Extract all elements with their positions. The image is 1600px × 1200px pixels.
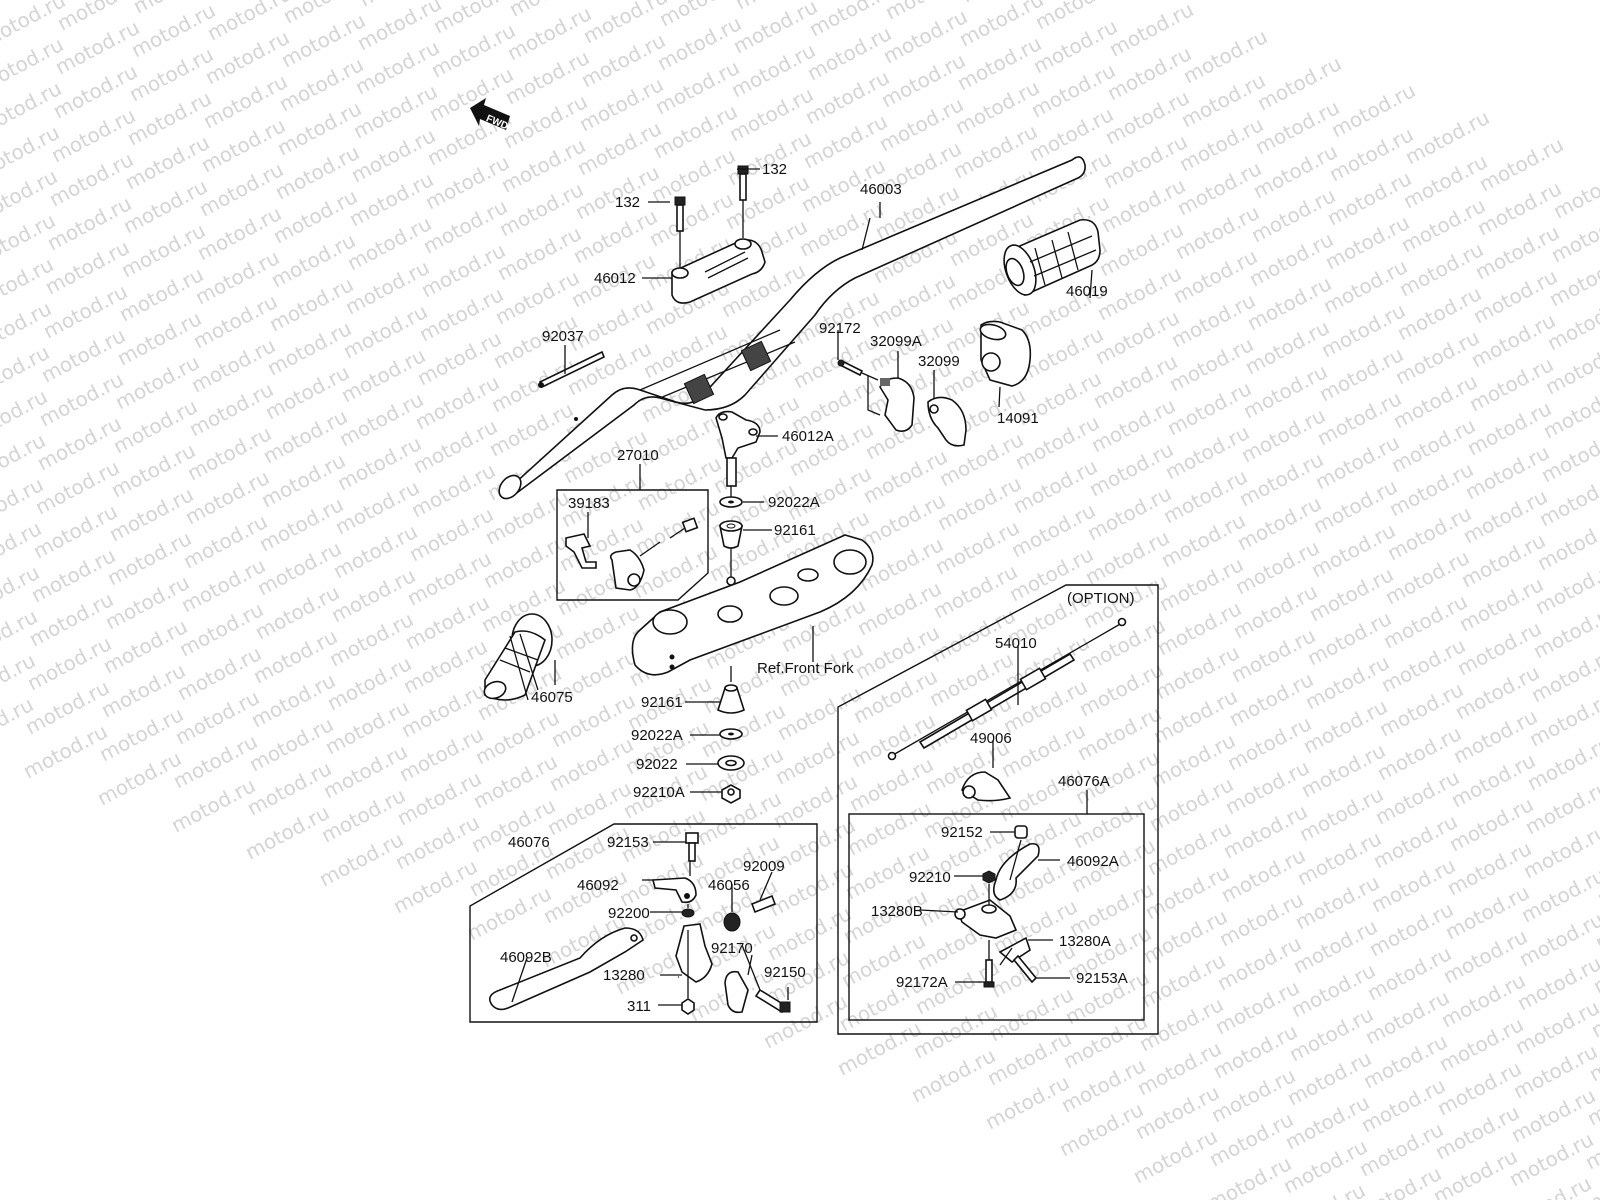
bolt-92153A[interactable] [1012, 954, 1038, 984]
label-46092A[interactable]: 46092A [1067, 853, 1119, 870]
adjuster-49006[interactable] [961, 771, 1012, 802]
label-46056[interactable]: 46056 [708, 877, 750, 894]
label-92153[interactable]: 92153 [607, 834, 649, 851]
lever-assembly-46076-box [469, 823, 818, 1023]
label-92210A[interactable]: 92210A [633, 784, 685, 801]
label-13280A[interactable]: 13280A [1059, 933, 1111, 950]
bolt-132-right[interactable] [737, 165, 749, 238]
handlebar-46003[interactable] [495, 156, 1086, 503]
label-311[interactable]: 311 [627, 998, 651, 1015]
switch-27010[interactable] [609, 517, 699, 591]
label-92172A[interactable]: 92172A [896, 974, 948, 991]
label-92161-top[interactable]: 92161 [774, 522, 816, 539]
label-92022A-bottom[interactable]: 92022A [631, 727, 683, 744]
throttle-case-32099A[interactable] [879, 377, 915, 432]
label-46076[interactable]: 46076 [508, 834, 550, 851]
washer-92200[interactable] [681, 908, 695, 918]
washer-92022A-bottom[interactable] [719, 728, 743, 740]
label-92170[interactable]: 92170 [711, 940, 753, 957]
band-92037[interactable] [538, 350, 606, 389]
handlebar-holder-46012A[interactable] [715, 410, 761, 487]
holder-13280B[interactable] [954, 899, 1018, 939]
collar-92152[interactable] [1014, 825, 1028, 839]
label-92022[interactable]: 92022 [636, 756, 678, 773]
label-132-right[interactable]: 132 [762, 161, 787, 178]
label-46076A[interactable]: 46076A [1058, 773, 1110, 790]
label-46092[interactable]: 46092 [577, 877, 619, 894]
washer-92022[interactable] [717, 755, 745, 771]
label-92037[interactable]: 92037 [542, 328, 584, 345]
bolt-92172A[interactable] [983, 959, 995, 988]
label-92152[interactable]: 92152 [941, 824, 983, 841]
label-49006[interactable]: 49006 [970, 730, 1012, 747]
label-54010[interactable]: 54010 [995, 635, 1037, 652]
label-92150[interactable]: 92150 [764, 964, 806, 981]
nut-92210A[interactable] [721, 784, 741, 804]
label-132-left[interactable]: 132 [615, 194, 640, 211]
option-box [837, 584, 1159, 1035]
label-27010[interactable]: 27010 [617, 447, 659, 464]
throttle-case-32099[interactable] [927, 396, 967, 447]
label-46012[interactable]: 46012 [594, 270, 636, 287]
label-92022A-top[interactable]: 92022A [768, 494, 820, 511]
label-46003[interactable]: 46003 [860, 181, 902, 198]
lever-46092A[interactable] [992, 842, 1040, 901]
label-92161-bottom[interactable]: 92161 [641, 694, 683, 711]
cable-54010[interactable] [887, 617, 1127, 761]
lever-46092[interactable] [651, 877, 697, 904]
label-92210[interactable]: 92210 [909, 869, 951, 886]
label-13280B[interactable]: 13280B [871, 903, 923, 920]
washer-92022A-top[interactable] [719, 496, 743, 508]
label-92153A[interactable]: 92153A [1076, 970, 1128, 987]
nut-92210[interactable] [982, 870, 996, 884]
rubber-92161-top[interactable] [719, 520, 743, 549]
label-32099[interactable]: 32099 [918, 353, 960, 370]
screw-92172[interactable] [837, 359, 864, 377]
holder-clamp-92170[interactable] [724, 970, 749, 1014]
label-92200[interactable]: 92200 [608, 905, 650, 922]
label-32099A[interactable]: 32099A [870, 333, 922, 350]
holder-13280[interactable] [675, 923, 713, 983]
rubber-92161-bottom[interactable] [717, 684, 745, 714]
bolt-92153[interactable] [685, 832, 699, 862]
label-92009[interactable]: 92009 [743, 858, 785, 875]
label-39183[interactable]: 39183 [568, 495, 610, 512]
label-46075[interactable]: 46075 [531, 689, 573, 706]
nut-311[interactable] [681, 998, 695, 1015]
left-grip-46075[interactable] [482, 613, 553, 701]
label-ref-front-fork: Ref.Front Fork [757, 660, 854, 677]
part-labels: 132 132 46003 46012 46019 92037 92172 32… [500, 161, 1135, 1015]
label-46012A[interactable]: 46012A [782, 428, 834, 445]
switch-assembly-27010-box [556, 489, 709, 601]
holder-13280A[interactable] [998, 936, 1031, 963]
clamp-39183[interactable] [565, 533, 597, 569]
lever-46092B[interactable] [489, 927, 644, 1011]
throttle-housing-14091[interactable] [979, 320, 1032, 387]
label-14091[interactable]: 14091 [997, 410, 1039, 427]
upper-bracket-front-fork [631, 534, 874, 676]
option-label: (OPTION) [1067, 590, 1135, 607]
handlebar-clamp-46012[interactable] [671, 238, 766, 304]
right-grip-46019[interactable] [998, 218, 1101, 299]
bolt-92150[interactable] [754, 988, 791, 1014]
label-92172[interactable]: 92172 [819, 320, 861, 337]
knob-46056[interactable] [723, 912, 741, 932]
label-46019[interactable]: 46019 [1066, 283, 1108, 300]
screw-92009[interactable] [750, 894, 777, 914]
lever-assembly-46076A-box [848, 813, 1145, 1021]
label-46092B[interactable]: 46092B [500, 949, 552, 966]
bolt-132-left[interactable] [674, 196, 686, 268]
fwd-arrow-icon: FWD [470, 98, 510, 132]
label-13280[interactable]: 13280 [603, 967, 645, 984]
